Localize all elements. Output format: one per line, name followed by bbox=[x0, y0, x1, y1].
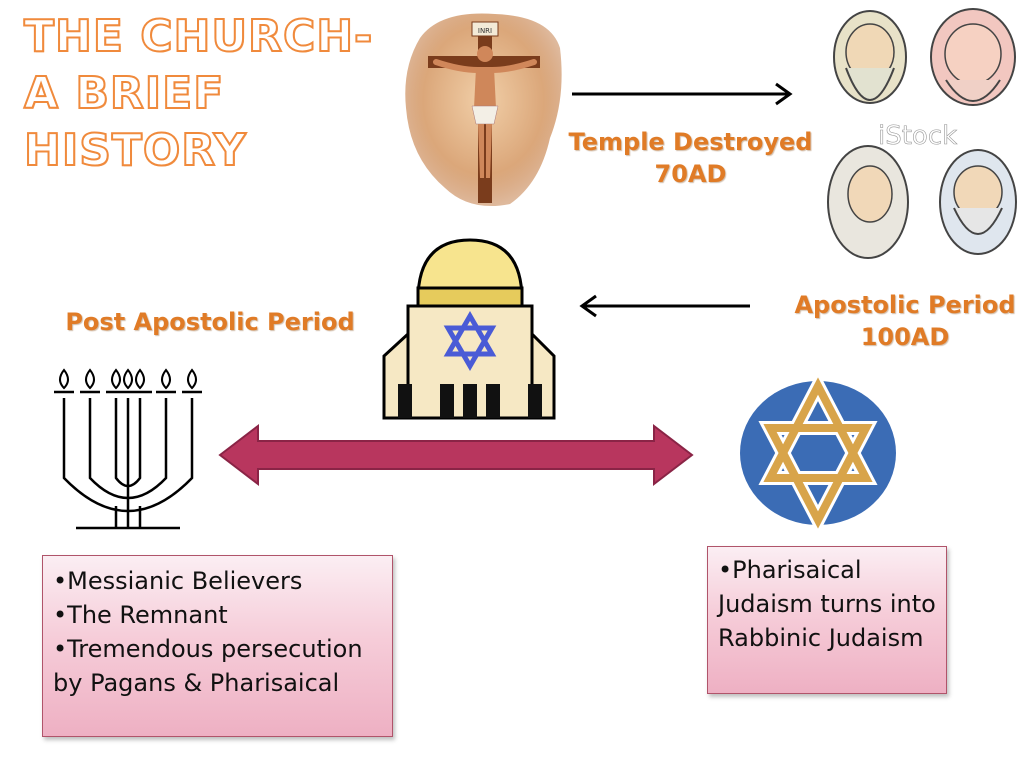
temple-destroyed-label: Temple Destroyed 70AD bbox=[548, 126, 833, 190]
messianic-believers-box: •Messianic Believers •The Remnant •Treme… bbox=[42, 555, 393, 737]
arrow-right-icon bbox=[572, 82, 793, 106]
list-item: •Messianic Believers bbox=[53, 567, 303, 595]
arrow-left-icon bbox=[579, 294, 750, 318]
temple-destroyed-year: 70AD bbox=[654, 160, 727, 188]
list-item: •Pharisaical Judaism turns into Rabbinic… bbox=[718, 556, 944, 652]
temple-destroyed-text: Temple Destroyed bbox=[568, 128, 813, 156]
title-line-1: THE CHURCH- bbox=[23, 10, 374, 63]
double-arrow-icon bbox=[218, 423, 694, 487]
title-line-2: A BRIEF bbox=[23, 67, 225, 120]
slide-title: THE CHURCH- A BRIEF HISTORY bbox=[23, 8, 374, 179]
apostolic-period-label: Apostolic Period 100AD bbox=[790, 289, 1020, 353]
apostolic-period-year: 100AD bbox=[860, 323, 950, 351]
star-of-david-icon bbox=[740, 370, 896, 536]
menorah-icon bbox=[54, 368, 202, 530]
rabbinic-judaism-box: •Pharisaical Judaism turns into Rabbinic… bbox=[707, 546, 947, 694]
list-item: •Tremendous persecution by Pagans & Phar… bbox=[53, 635, 371, 697]
post-apostolic-period-label: Post Apostolic Period bbox=[65, 308, 355, 336]
crucifix-sign: INRI bbox=[478, 27, 492, 35]
title-line-3: HISTORY bbox=[23, 124, 247, 177]
rabbis-illustration: iStock bbox=[827, 8, 1017, 259]
rabbis-watermark: iStock bbox=[878, 121, 957, 151]
apostolic-period-text: Apostolic Period bbox=[794, 291, 1016, 319]
list-item: •The Remnant bbox=[53, 601, 228, 629]
synagogue-icon bbox=[382, 238, 556, 420]
crucifix-icon: INRI bbox=[405, 13, 562, 206]
